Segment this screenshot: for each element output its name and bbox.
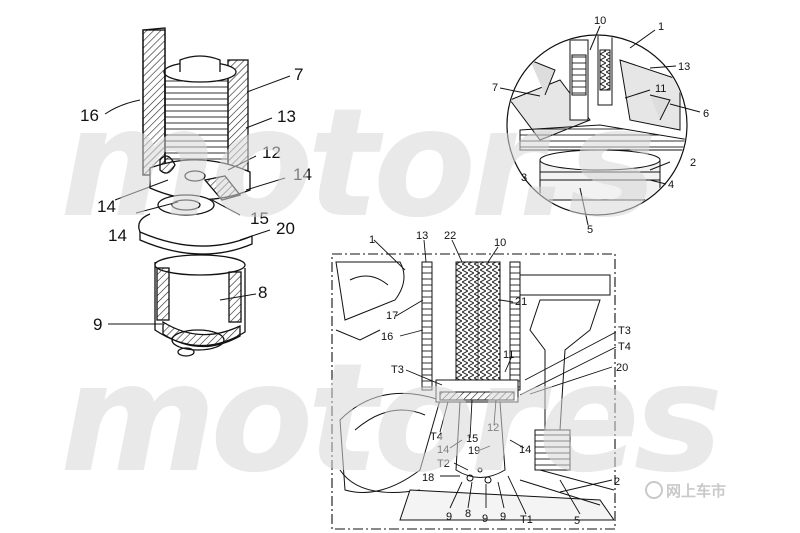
detail-label-T4a: T4 [430, 431, 443, 443]
watermark-bottom: motores [60, 332, 719, 506]
left-labels: 7 16 13 12 14 14 14 15 20 8 9 [80, 65, 312, 334]
circle-label-6: 6 [703, 108, 709, 120]
circle-label-4: 4 [668, 179, 674, 191]
detail-label-T3b: T3 [618, 325, 631, 337]
detail-label-11: 11 [503, 349, 514, 361]
cup-8 [154, 254, 246, 357]
detail-label-8: 8 [465, 508, 471, 520]
detail-label-16: 16 [381, 331, 393, 343]
circle-label-7: 7 [492, 82, 498, 94]
label-14a: 14 [97, 197, 116, 216]
label-9: 9 [93, 315, 102, 334]
circle-label-11: 11 [655, 83, 666, 95]
detail-label-T2: T2 [437, 458, 450, 470]
detail-label-12: 12 [487, 422, 499, 434]
label-13: 13 [277, 107, 296, 126]
detail-label-18: 18 [422, 472, 434, 484]
watermark: motor.s motores [60, 77, 725, 506]
detail-label-T3a: T3 [391, 364, 404, 376]
circle-label-13: 13 [678, 61, 690, 73]
circle-cutaway-figure: 10 1 13 7 11 6 2 3 4 5 [492, 15, 709, 236]
detail-label-9a: 9 [446, 511, 452, 523]
watermark-logo-text: 网上车市 [666, 482, 726, 500]
circle-label-3: 3 [521, 172, 527, 184]
watermark-logo: 网上车市 [645, 481, 726, 500]
detail-label-21: 21 [515, 296, 527, 308]
left-leaders [104, 75, 291, 325]
detail-label-15: 15 [466, 433, 478, 445]
detail-label-22: 22 [444, 230, 456, 242]
label-15: 15 [250, 209, 269, 228]
detail-label-2: 2 [614, 476, 620, 488]
detail-label-14b: 14 [519, 444, 531, 456]
orifice-plate [149, 155, 251, 216]
label-7: 7 [294, 65, 303, 84]
detail-label-5: 5 [574, 515, 580, 527]
detail-label-1: 1 [369, 234, 375, 246]
label-20: 20 [276, 219, 295, 238]
label-8: 8 [258, 283, 267, 302]
ring-20 [138, 213, 253, 255]
label-14c: 14 [108, 226, 127, 245]
circle-label-1: 1 [658, 21, 664, 33]
detail-leaders [373, 239, 617, 515]
detail-label-17: 17 [386, 310, 398, 322]
detail-label-20: 20 [616, 362, 628, 374]
left-exploded-figure [104, 27, 291, 357]
detail-box-figure: 1 13 22 10 21 17 16 11 T3 T4 20 T3 T4 15… [331, 230, 631, 530]
detail-label-19: 19 [468, 445, 480, 457]
label-14b: 14 [293, 165, 312, 184]
label-12: 12 [262, 143, 281, 162]
circle-leaders [499, 25, 701, 226]
detail-label-T1: T1 [520, 514, 533, 526]
circle-label-2: 2 [690, 157, 696, 169]
detail-label-T4b: T4 [618, 341, 631, 353]
threaded-housing [142, 27, 249, 191]
detail-labels: 1 13 22 10 21 17 16 11 T3 T4 20 T3 T4 15… [369, 230, 631, 527]
circle-label-10: 10 [594, 15, 606, 27]
detail-label-13: 13 [416, 230, 428, 242]
detail-label-9b: 9 [482, 513, 488, 525]
detail-label-9c: 9 [500, 511, 506, 523]
detail-label-10: 10 [494, 237, 506, 249]
label-16: 16 [80, 106, 99, 125]
detail-label-14a: 14 [437, 444, 449, 456]
circle-labels: 10 1 13 7 11 6 2 3 4 5 [492, 15, 709, 236]
watermark-top: motor.s [60, 77, 653, 251]
circle-label-5: 5 [587, 224, 593, 236]
